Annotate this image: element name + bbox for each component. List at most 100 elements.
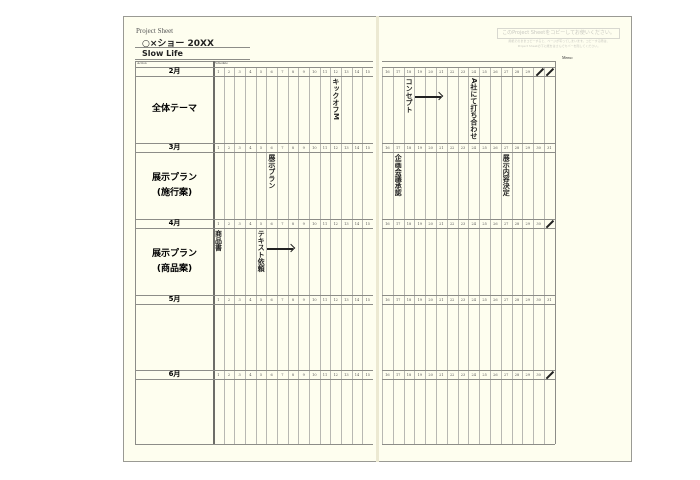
day-column-line bbox=[522, 67, 524, 444]
schedule-note[interactable]: 企画会議承認 bbox=[394, 154, 403, 196]
action-label[interactable]: (商品案) bbox=[156, 263, 193, 274]
day-number: 15 bbox=[365, 145, 370, 150]
day-number: 16 bbox=[385, 145, 390, 150]
day-number: 12 bbox=[333, 145, 338, 150]
day-number: 1 bbox=[217, 297, 220, 302]
day-number: 2 bbox=[227, 145, 231, 150]
action-cell[interactable] bbox=[136, 76, 213, 143]
day-number: 2 bbox=[227, 69, 231, 74]
month-row-line bbox=[135, 219, 373, 220]
day-number: 4 bbox=[249, 69, 252, 74]
notebook-spine bbox=[376, 16, 379, 462]
day-number: 26 bbox=[493, 372, 498, 377]
day-number: 5 bbox=[259, 297, 263, 302]
month-row-line bbox=[382, 143, 555, 144]
day-number: 11 bbox=[322, 221, 328, 226]
day-number: 27 bbox=[503, 372, 509, 377]
schedule-note[interactable]: 展示内容決定 bbox=[502, 154, 511, 196]
action-cell[interactable] bbox=[136, 228, 213, 295]
day-column-line bbox=[446, 67, 448, 444]
day-number: 14 bbox=[354, 69, 360, 74]
day-number: 14 bbox=[354, 372, 360, 377]
day-number: 7 bbox=[281, 145, 284, 150]
day-number: 9 bbox=[302, 221, 305, 226]
day-column-line bbox=[425, 67, 427, 444]
day-number: 18 bbox=[406, 372, 412, 377]
action-divider bbox=[213, 61, 215, 444]
day-number: 2 bbox=[227, 221, 231, 226]
day-number: 23 bbox=[460, 69, 466, 74]
day-number: 5 bbox=[259, 221, 263, 226]
day-number: 21 bbox=[439, 297, 444, 302]
day-number: 28 bbox=[514, 221, 520, 226]
action-label[interactable]: (施行案) bbox=[156, 187, 193, 198]
schedule-note[interactable]: テキスト依頼 bbox=[257, 230, 266, 272]
day-number: 10 bbox=[312, 69, 317, 74]
day-number: 29 bbox=[525, 372, 531, 377]
day-number: 6 bbox=[270, 69, 273, 74]
subtitle-underline bbox=[135, 59, 250, 60]
day-number: 20 bbox=[428, 145, 433, 150]
month-label: 5月 bbox=[168, 295, 181, 303]
day-column-line bbox=[341, 67, 343, 444]
day-column-line bbox=[287, 67, 289, 444]
day-number: 17 bbox=[395, 69, 401, 74]
action-cell[interactable] bbox=[136, 152, 213, 219]
day-number: 11 bbox=[322, 372, 328, 377]
schedule-note[interactable]: A社にて打ち合わせ bbox=[469, 78, 478, 140]
day-column-line bbox=[500, 67, 502, 444]
month-row-line bbox=[382, 295, 555, 296]
day-number: 26 bbox=[493, 145, 498, 150]
day-number: 19 bbox=[417, 69, 423, 74]
month-row-line bbox=[382, 370, 555, 371]
day-column-line bbox=[468, 67, 470, 444]
copy-notice: このProject Sheetをコピーしてお使いください。 bbox=[497, 28, 620, 39]
day-column-line bbox=[533, 67, 535, 444]
action-cell[interactable] bbox=[136, 379, 213, 444]
schedule-column-label: Schedule bbox=[215, 61, 228, 65]
action-label[interactable]: 展示プラン bbox=[151, 172, 197, 183]
month-row-line bbox=[382, 76, 555, 77]
day-number: 16 bbox=[385, 221, 390, 226]
day-number: 13 bbox=[344, 297, 349, 302]
day-number: 21 bbox=[439, 372, 444, 377]
schedule-note[interactable]: コンセプト bbox=[405, 78, 414, 113]
day-number: 28 bbox=[514, 145, 520, 150]
title-underline bbox=[135, 47, 250, 48]
day-number: 30 bbox=[536, 221, 541, 226]
day-number: 2 bbox=[227, 372, 231, 377]
day-number: 3 bbox=[238, 69, 241, 74]
day-number: 3 bbox=[238, 145, 241, 150]
project-title[interactable]: ○×ショー 20XX bbox=[142, 39, 214, 49]
day-column-line bbox=[351, 67, 353, 444]
project-subtitle[interactable]: Slow Life bbox=[142, 49, 183, 58]
action-label[interactable]: 全体テーマ bbox=[151, 104, 197, 114]
grid-bottom-line bbox=[135, 444, 373, 445]
day-number: 4 bbox=[249, 372, 252, 377]
day-number: 24 bbox=[471, 69, 477, 74]
day-number: 12 bbox=[333, 372, 338, 377]
day-number: 26 bbox=[493, 69, 498, 74]
day-number: 10 bbox=[312, 145, 317, 150]
memo-label: Memo bbox=[562, 55, 573, 60]
schedule-note[interactable]: 展示プラン bbox=[267, 154, 276, 189]
schedule-note[interactable]: キックオフM bbox=[331, 78, 340, 120]
day-number: 13 bbox=[344, 145, 349, 150]
month-row-line bbox=[382, 228, 555, 229]
month-row-line bbox=[135, 67, 373, 68]
day-number: 19 bbox=[417, 221, 423, 226]
month-row-line bbox=[382, 219, 555, 220]
day-number: 22 bbox=[449, 372, 455, 377]
grid-top-line bbox=[382, 61, 555, 62]
grid-right-border bbox=[555, 61, 556, 444]
day-number: 10 bbox=[312, 221, 317, 226]
day-number: 24 bbox=[471, 145, 477, 150]
day-column-line bbox=[330, 67, 332, 444]
day-number: 15 bbox=[365, 372, 370, 377]
day-number: 25 bbox=[482, 372, 487, 377]
action-cell[interactable] bbox=[136, 304, 213, 370]
action-label[interactable]: 展示プラン bbox=[151, 248, 197, 259]
schedule-note[interactable]: 商品書 bbox=[214, 230, 223, 251]
day-number: 24 bbox=[471, 221, 477, 226]
month-row-line bbox=[135, 143, 373, 144]
